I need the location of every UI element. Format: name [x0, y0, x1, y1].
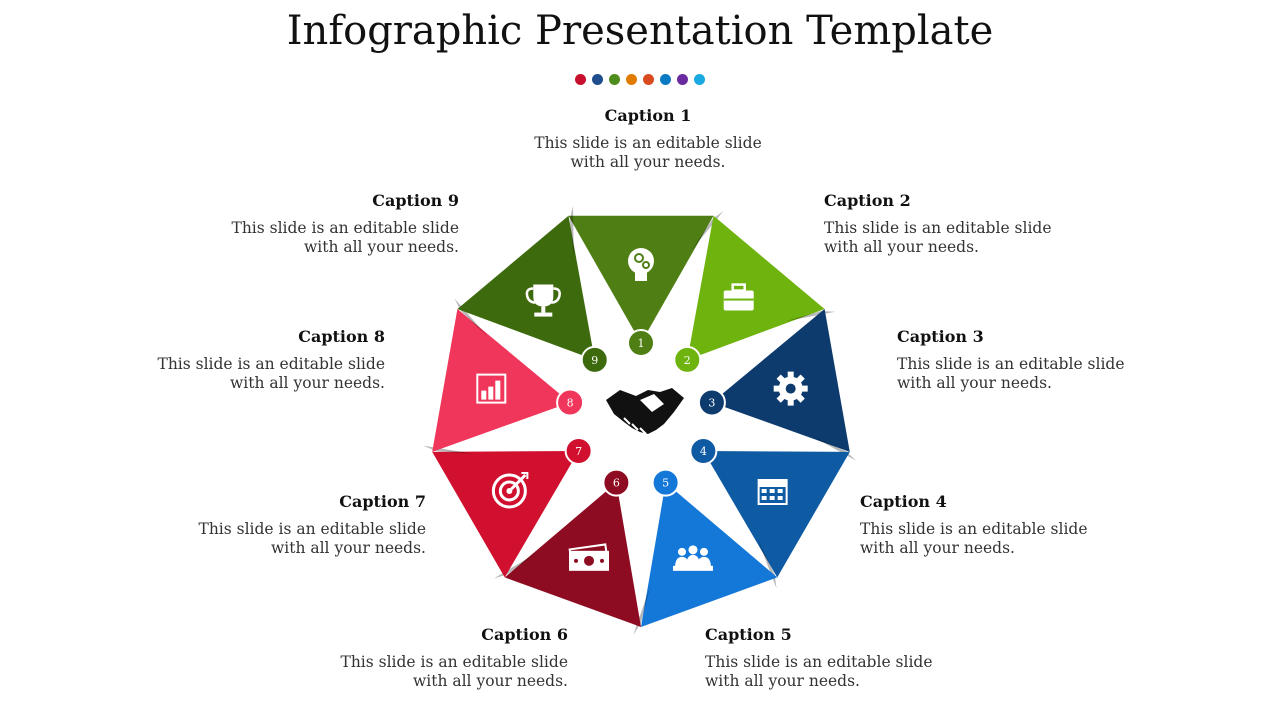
target-icon — [491, 472, 529, 509]
money-icon — [568, 543, 610, 571]
segment-9 — [457, 215, 595, 360]
caption-4: Caption 4 This slide is an editable slid… — [860, 492, 1100, 558]
segment-fold — [691, 211, 724, 251]
segment-4 — [703, 451, 850, 578]
trophy-icon — [525, 284, 561, 317]
page-title: Infographic Presentation Template — [286, 8, 994, 54]
caption-2-title: Caption 2 — [824, 191, 911, 210]
segment-fold — [758, 540, 777, 589]
color-dot — [643, 74, 654, 85]
step-badge-9: 9 — [580, 345, 609, 374]
step-badge-2: 2 — [673, 345, 702, 374]
gear-icon — [773, 371, 808, 406]
segment-8 — [432, 309, 571, 452]
caption-8-title: Caption 8 — [298, 327, 385, 346]
caption-2: Caption 2 This slide is an editable slid… — [824, 191, 1064, 257]
step-badge-3: 3 — [697, 388, 726, 417]
segment-fold — [569, 205, 574, 257]
color-dot — [609, 74, 620, 85]
segment-fold — [423, 445, 474, 454]
segment-5 — [641, 482, 778, 627]
handshake-icon — [606, 388, 684, 435]
caption-7-text: This slide is an editable slide with all… — [198, 520, 426, 557]
caption-1: Caption 1 This slide is an editable slid… — [528, 106, 768, 172]
calendar-icon — [757, 479, 788, 505]
caption-9: Caption 9 This slide is an editable slid… — [219, 191, 459, 257]
color-dot — [592, 74, 603, 85]
chart-icon — [476, 373, 507, 404]
head-gears-icon — [628, 248, 654, 281]
caption-6: Caption 6 This slide is an editable slid… — [328, 625, 568, 691]
color-dots — [0, 74, 1280, 85]
step-badge-1: 1 — [627, 329, 655, 357]
caption-3-text: This slide is an editable slide with all… — [897, 355, 1125, 392]
caption-8: Caption 8 This slide is an editable slid… — [145, 327, 385, 393]
caption-6-text: This slide is an editable slide with all… — [340, 653, 568, 690]
caption-5: Caption 5 This slide is an editable slid… — [705, 625, 945, 691]
step-number: 4 — [700, 445, 707, 458]
step-badge-5: 5 — [651, 468, 680, 497]
color-dot — [626, 74, 637, 85]
step-number: 3 — [708, 396, 715, 409]
step-number: 1 — [638, 337, 645, 350]
caption-2-text: This slide is an editable slide with all… — [824, 219, 1052, 256]
step-badge-8: 8 — [556, 388, 585, 417]
briefcase-icon — [723, 283, 754, 311]
caption-4-title: Caption 4 — [860, 492, 947, 511]
color-dot — [677, 74, 688, 85]
step-badge-7: 7 — [564, 437, 593, 465]
caption-5-title: Caption 5 — [705, 625, 792, 644]
step-badge-4: 4 — [689, 437, 718, 465]
step-number: 7 — [575, 445, 582, 458]
caption-9-text: This slide is an editable slide with all… — [231, 219, 459, 256]
segment-7 — [432, 451, 579, 578]
segment-fold — [454, 298, 488, 337]
step-number: 6 — [613, 477, 620, 490]
team-icon — [672, 545, 713, 571]
step-number: 9 — [591, 354, 598, 367]
caption-4-text: This slide is an editable slide with all… — [860, 520, 1088, 557]
color-dot — [575, 74, 586, 85]
caption-3-title: Caption 3 — [897, 327, 984, 346]
caption-5-text: This slide is an editable slide with all… — [705, 653, 933, 690]
caption-7-title: Caption 7 — [339, 492, 426, 511]
step-number: 8 — [567, 396, 574, 409]
caption-1-text: This slide is an editable slide with all… — [534, 134, 762, 171]
caption-3: Caption 3 This slide is an editable slid… — [897, 327, 1137, 393]
color-dot — [660, 74, 671, 85]
caption-9-title: Caption 9 — [372, 191, 459, 210]
caption-1-title: Caption 1 — [604, 106, 692, 125]
segment-2 — [687, 215, 825, 360]
step-number: 5 — [662, 477, 669, 490]
caption-8-text: This slide is an editable slide with all… — [157, 355, 385, 392]
segment-fold — [493, 552, 538, 579]
color-dot — [694, 74, 705, 85]
step-number: 2 — [684, 354, 691, 367]
caption-7: Caption 7 This slide is an editable slid… — [186, 492, 426, 558]
step-badge-6: 6 — [602, 468, 631, 497]
caption-6-title: Caption 6 — [481, 625, 568, 644]
